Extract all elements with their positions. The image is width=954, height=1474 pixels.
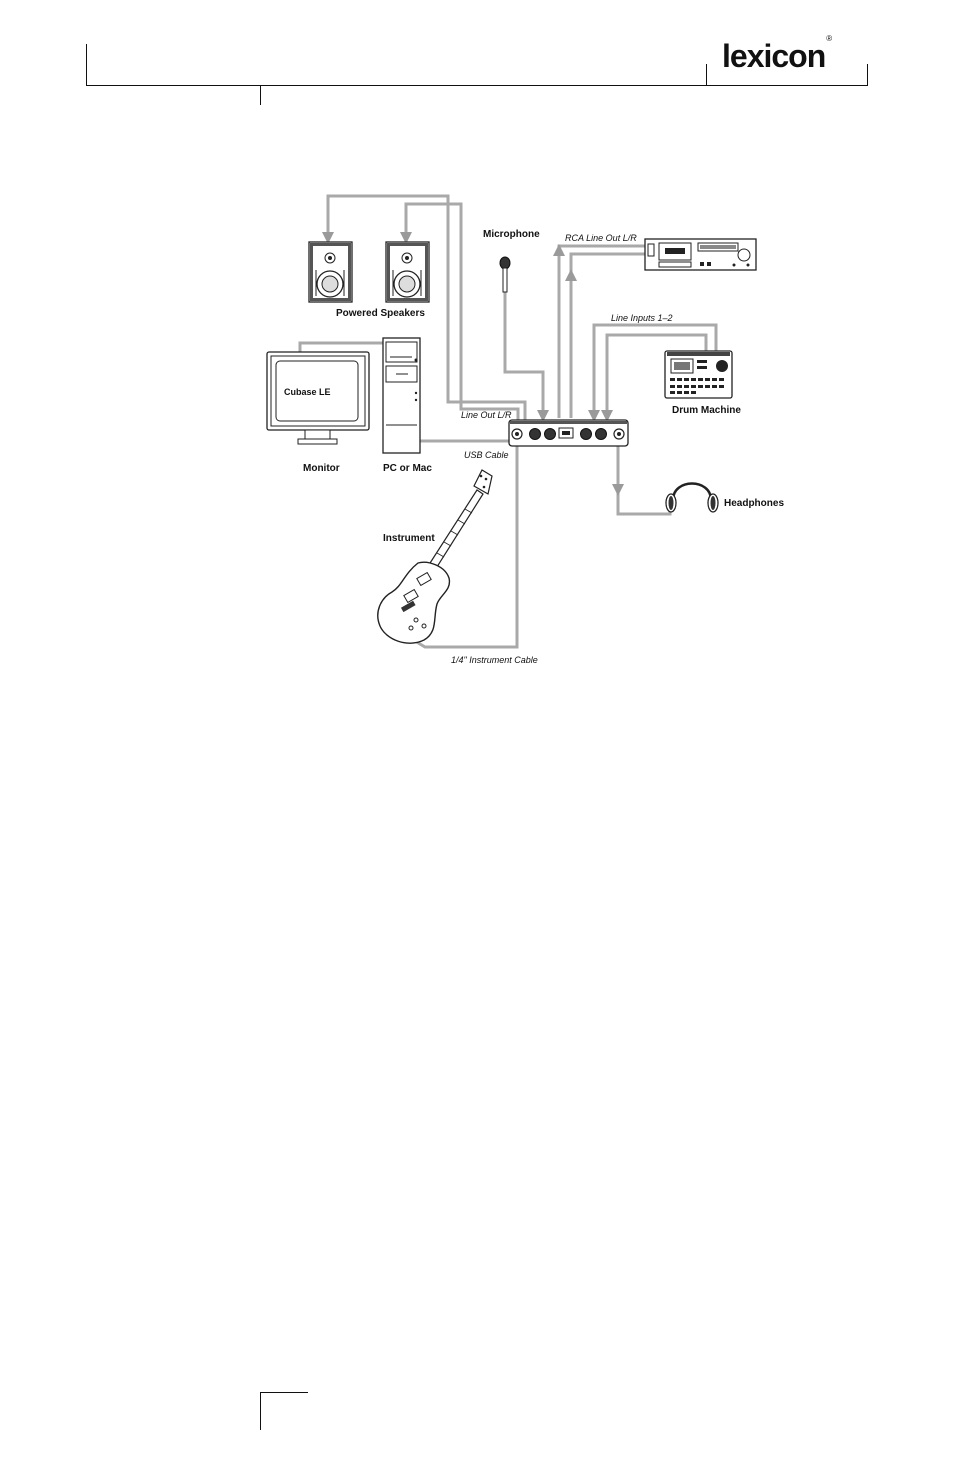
usb-cable-label: USB Cable [464,450,509,460]
microphone-label: Microphone [483,229,540,240]
monitor-screen-text: Cubase LE [284,387,331,397]
line-out-label: Line Out L/R [461,410,512,420]
line-inputs-label: Line Inputs 1–2 [611,313,673,323]
speaker-left [309,242,352,302]
headphones-label: Headphones [724,498,784,509]
instrument-cable-label: 1/4" Instrument Cable [451,655,538,665]
speaker-right [386,242,429,302]
microphone-icon [500,257,510,292]
pc-tower-icon [383,338,420,453]
rca-line-out-label: RCA Line Out L/R [565,233,637,243]
cassette-deck-icon [645,239,756,270]
monitor-label: Monitor [303,463,340,474]
powered-speakers-label: Powered Speakers [336,308,425,319]
headphones-cable [618,446,670,514]
microphone-cable [505,290,543,416]
drum-machine-label: Drum Machine [672,405,741,416]
guitar-icon [378,470,492,643]
headphones-icon [666,484,718,513]
instrument-label: Instrument [383,533,435,544]
audio-interface-icon [509,420,628,446]
pc-or-mac-label: PC or Mac [383,463,432,474]
monitor-icon: Cubase LE [267,352,369,444]
drum-machine-icon [665,351,732,398]
